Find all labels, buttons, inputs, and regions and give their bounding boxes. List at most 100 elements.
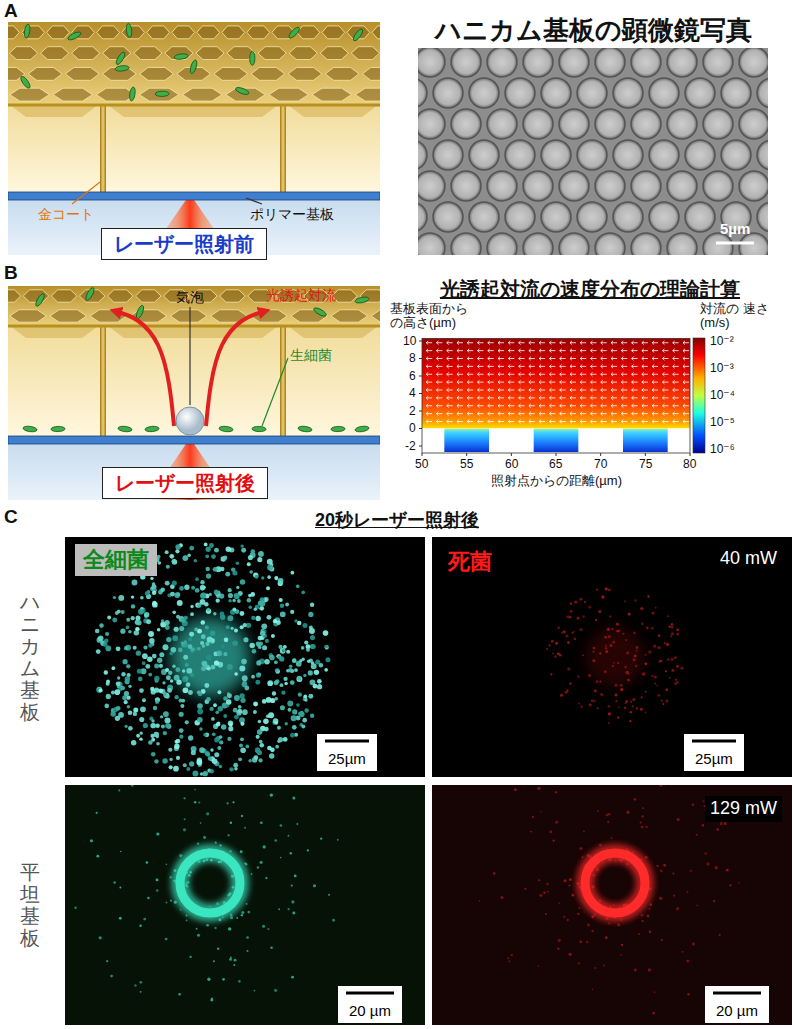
bacterium-dot (626, 811, 629, 814)
bacterium-dot (263, 719, 269, 725)
flow-arrow (662, 349, 668, 353)
bacterium-dot (240, 850, 243, 853)
bacterium-dot (310, 603, 314, 607)
bacterium-dot (269, 655, 275, 661)
bacterium-dot (265, 877, 267, 879)
leader-line (72, 182, 100, 204)
bacterium-dot (160, 587, 165, 592)
flow-arrow (580, 396, 586, 400)
honeycomb-pore (451, 48, 481, 77)
bacterium-dot (215, 711, 219, 715)
bacterium-dot (106, 694, 111, 699)
bacterium-dot (197, 647, 201, 651)
bacterium-dot (537, 787, 540, 790)
bacterium-dot (187, 553, 190, 556)
flow-arrow (632, 396, 638, 400)
flow-arrow (529, 365, 535, 369)
bacterium-dot (185, 683, 190, 688)
bacterium-dot (139, 924, 141, 926)
flow-arrow (662, 388, 668, 392)
flow-arrow (488, 349, 494, 353)
bacterium-dot (248, 911, 251, 914)
power-label: 40 mW (717, 547, 780, 571)
flow-arrow (580, 388, 586, 392)
bacterium-dot (654, 683, 656, 685)
scale-bar (346, 992, 394, 995)
bacterium-dot (724, 822, 727, 825)
bacterium-dot (319, 663, 323, 667)
flow-arrow (570, 357, 576, 361)
flow-arrow (436, 372, 442, 376)
bacterium-dot (268, 712, 274, 718)
bacterium-dot (233, 964, 235, 966)
bacterium (174, 53, 189, 60)
bacterium-dot (214, 752, 219, 757)
bacterium-dot (642, 920, 644, 922)
bacterium-dot (597, 707, 599, 709)
bacterium-dot (174, 592, 180, 598)
bacterium-dot (178, 993, 180, 995)
honeycomb-pore (757, 140, 768, 170)
bacterium-dot (154, 759, 158, 763)
bacterium-dot (183, 797, 185, 799)
honeycomb-illustration (8, 22, 380, 255)
bubble (176, 407, 204, 435)
bacterium-dot (626, 700, 628, 702)
flow-arrow (652, 412, 658, 416)
bacterium-dot (555, 821, 558, 824)
bacterium-dot (579, 940, 582, 943)
flow-arrow (539, 420, 545, 424)
bacterium-dot (610, 644, 613, 647)
bacterium-dot (195, 577, 199, 581)
bacterium-dot (213, 960, 215, 962)
bacterium-dot (620, 954, 622, 956)
bacterium-dot (139, 981, 142, 984)
bacterium-dot (624, 707, 627, 710)
bacterium-dot (155, 723, 159, 727)
bacterium-dot (143, 646, 147, 650)
scale-box (684, 734, 744, 771)
bacterium-dot (270, 793, 273, 796)
bacterium-dot (189, 632, 194, 637)
bacterium-dot (172, 559, 177, 564)
bacterium-dot (107, 616, 111, 620)
bacterium-dot (244, 686, 249, 691)
bacterium-dot (162, 644, 168, 650)
bacterium-dot (657, 694, 660, 697)
axis-tick: 70 (594, 457, 607, 471)
bacterium-dot (200, 822, 202, 824)
flow-arrow (447, 380, 453, 384)
bacterium-dot (164, 620, 169, 625)
bacterium-dot (159, 664, 163, 668)
bacterium-dot (242, 675, 248, 681)
bacterium-dot (583, 831, 585, 833)
bacterium-dot (654, 991, 656, 993)
bacterium-dot (618, 706, 620, 708)
bacterium-dot (555, 642, 558, 645)
bacterium-dot (272, 691, 276, 695)
bacterium-dot (258, 636, 263, 641)
bacterium-dot (153, 706, 157, 710)
well-back-rim (10, 326, 98, 338)
bacterium-dot (616, 623, 619, 626)
bacterium-dot (325, 657, 330, 662)
bacterium-dot (184, 818, 186, 820)
flow-arrow (529, 404, 535, 408)
honeycomb-pore (418, 109, 445, 139)
flow-arrow (529, 420, 535, 424)
bacterium-dot (287, 701, 293, 707)
bacterium-dot (633, 658, 636, 661)
honeycomb-cell (312, 88, 351, 101)
flow-arrow (488, 404, 494, 408)
bacterium-dot (251, 549, 255, 553)
bacterium (34, 293, 46, 308)
bacterium-dot (281, 691, 285, 695)
bacterium-dot (641, 696, 643, 698)
bacterium-dot (227, 834, 229, 836)
flow-arrow (436, 404, 442, 408)
bacterium-dot (200, 585, 205, 590)
flow-arrow (436, 357, 442, 361)
bacterium-dot (493, 872, 496, 875)
bacterium-dot (232, 801, 234, 803)
bacterium-dot (190, 605, 193, 608)
